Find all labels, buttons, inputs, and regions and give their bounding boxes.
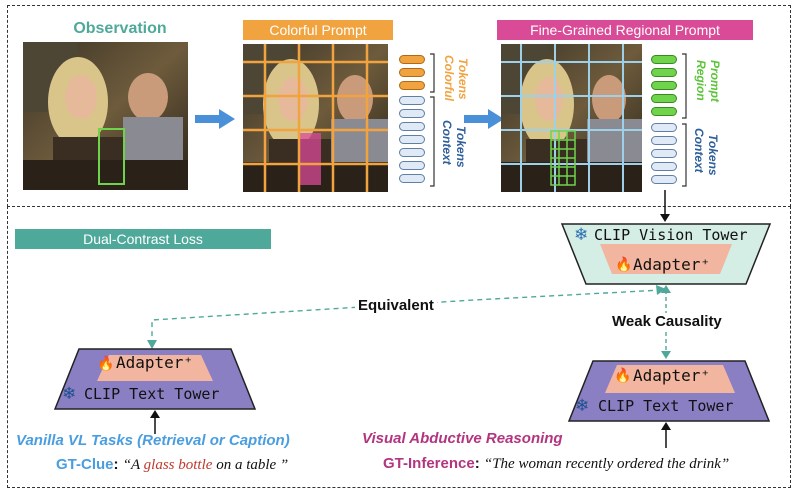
region-token-3 [651, 81, 677, 90]
right-tower-adapter: Adapter⁺ [633, 366, 711, 385]
colorful-prompt-title: Colorful Prompt [243, 20, 393, 40]
flow-arrow-1 [195, 109, 235, 129]
weak-causality-label: Weak Causality [612, 313, 722, 330]
top-section-frame [7, 5, 791, 207]
context-tokens-label-2: Tokens [706, 134, 720, 176]
context-token [651, 175, 677, 184]
vision-tower-snow-icon: ❄ [574, 225, 589, 244]
right-tower-label: CLIP Text Tower [598, 397, 734, 415]
colorful-token-3 [399, 81, 425, 90]
gt-clue-line: GT-Clue: “A glass bottle on a table ” [56, 456, 289, 473]
region-token-2 [651, 68, 677, 77]
arrow-to-vision-tower [660, 190, 670, 222]
context-token [399, 122, 425, 131]
gt-clue-label: GT-Clue [56, 456, 114, 473]
dual-contrast-loss-title: Dual-Contrast Loss [15, 229, 271, 249]
colorful-token-1 [399, 55, 425, 64]
region-bracket [682, 53, 687, 187]
context-token [399, 135, 425, 144]
context-token [399, 174, 425, 183]
vision-tower-fire-icon: 🔥 [615, 256, 633, 272]
regional-prompt-title: Fine-Grained Regional Prompt [497, 20, 753, 40]
left-tower-fire-icon: 🔥 [97, 355, 115, 371]
right-input-arrow [661, 422, 671, 448]
context-token [651, 162, 677, 171]
gt-inference-line: GT-Inference: “The woman recently ordere… [383, 455, 730, 472]
region-token-5 [651, 107, 677, 116]
observation-image [23, 42, 188, 190]
left-tower-adapter: Adapter⁺ [116, 353, 194, 372]
gt-clue-quote-rest: on a table ” [212, 457, 289, 473]
flow-arrow-2 [464, 109, 504, 129]
gt-clue-highlight: glass bottle [143, 457, 213, 473]
observation-title: Observation [73, 20, 167, 37]
right-tower-snow-icon: ❄ [575, 396, 590, 415]
right-task-title: Visual Abductive Reasoning [362, 430, 563, 447]
region-token-4 [651, 94, 677, 103]
context-token [651, 123, 677, 132]
equivalent-label: Equivalent [355, 297, 437, 314]
context-tokens-label: Context [692, 128, 706, 173]
context-tokens-label-2: Tokens [454, 126, 468, 168]
regional-prompt-image [501, 44, 642, 192]
colorful-bracket [430, 53, 435, 187]
context-token [399, 96, 425, 105]
gt-inference-quote: “The woman recently ordered the drink” [483, 456, 730, 472]
region-prompt-label-2: Prompt [708, 60, 722, 102]
region-token-1 [651, 55, 677, 64]
context-token [399, 161, 425, 170]
context-tokens-label: Context [440, 120, 454, 165]
clip-text-tower-left-shape [53, 348, 257, 410]
colorful-prompt-image [243, 44, 388, 192]
equivalent-arrow [147, 285, 666, 349]
region-prompt-label: Region [694, 60, 708, 101]
right-tower-fire-icon: 🔥 [614, 367, 632, 383]
colorful-token-2 [399, 68, 425, 77]
left-tower-snow-icon: ❄ [62, 384, 77, 403]
vision-tower-adapter: Adapter⁺ [633, 255, 711, 274]
left-input-arrow [150, 410, 160, 434]
gt-inference-label: GT-Inference [383, 455, 475, 472]
clip-text-tower-right-shape [567, 360, 771, 422]
bottom-section-frame [7, 206, 791, 488]
context-token [399, 109, 425, 118]
vision-tower-label: CLIP Vision Tower [594, 226, 748, 244]
context-token [399, 148, 425, 157]
context-token [651, 136, 677, 145]
gt-clue-quote-open: “A [122, 457, 144, 473]
colorful-tokens-label-2: Tokens [456, 58, 470, 100]
clip-vision-tower-shape [560, 223, 772, 285]
context-token [651, 149, 677, 158]
left-tower-label: CLIP Text Tower [84, 385, 220, 403]
left-task-title: Vanilla VL Tasks (Retrieval or Caption) [16, 432, 290, 449]
colorful-tokens-label: Colorful [442, 55, 456, 101]
